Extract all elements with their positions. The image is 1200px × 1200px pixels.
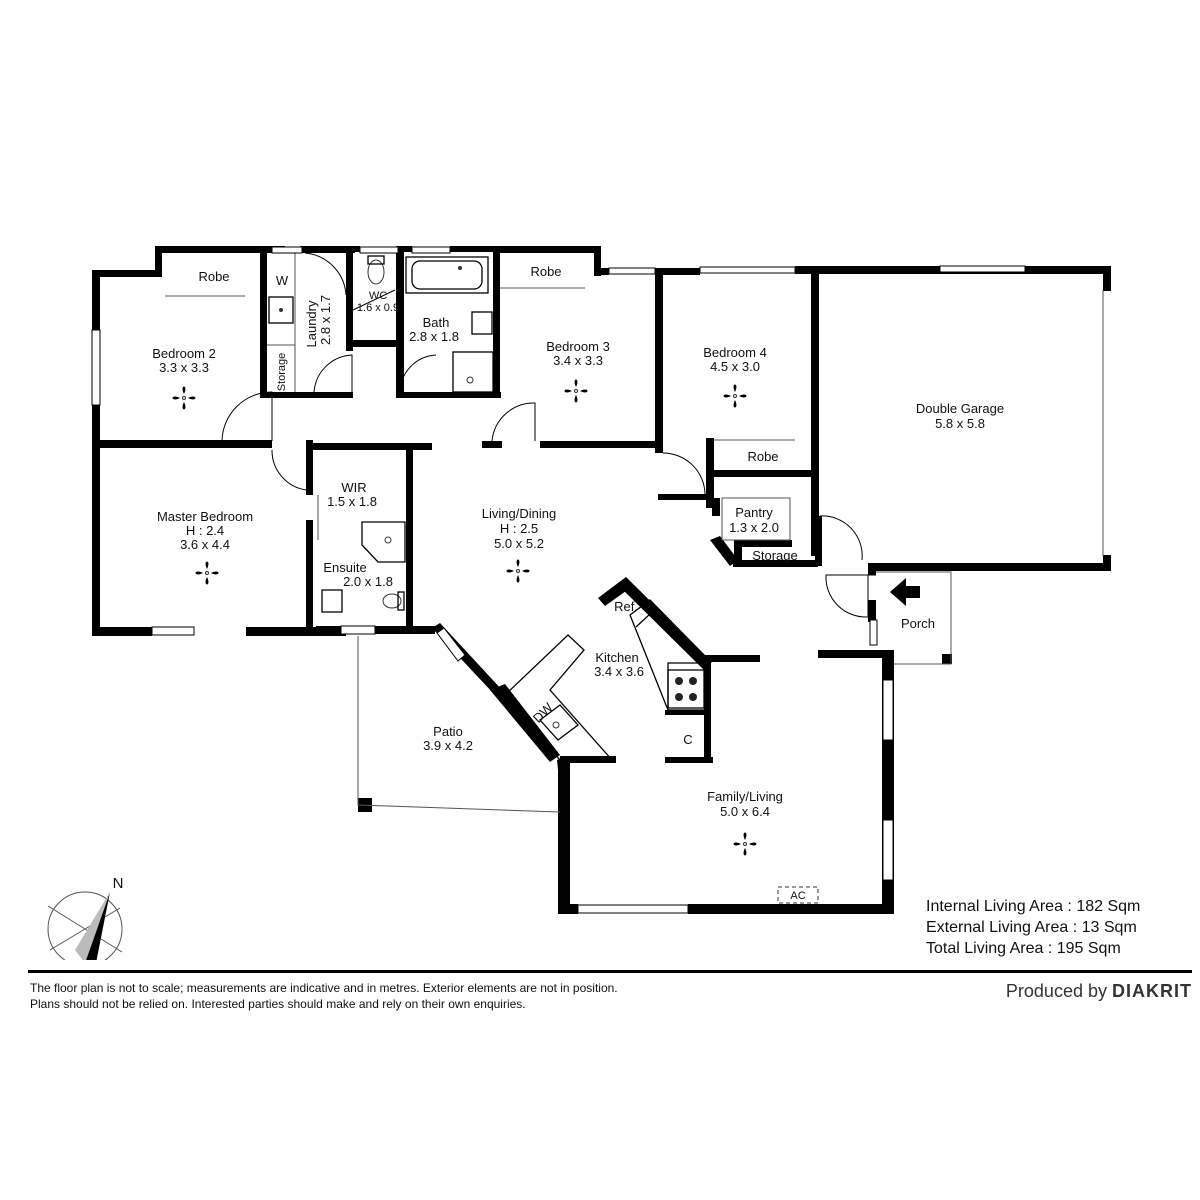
- bedroom3-dims: 3.4 x 3.3: [553, 353, 603, 368]
- bedroom3-name: Bedroom 3: [546, 339, 610, 354]
- robe-bed2-label: Robe: [198, 269, 229, 284]
- ceiling-fans: [172, 379, 757, 856]
- bedroom2-name: Bedroom 2: [152, 346, 216, 361]
- living-area-summary: Internal Living Area : 182 Sqm External …: [926, 896, 1140, 959]
- doors: [221, 252, 876, 618]
- brand-logo: DIAKRIT: [1112, 981, 1192, 1001]
- porch-label: Porch: [901, 616, 935, 631]
- kitchen-name: Kitchen: [595, 650, 638, 665]
- w-label: W: [276, 273, 289, 288]
- ref-label: Ref.: [614, 599, 638, 614]
- disclaimer-line-2: Plans should not be relied on. Intereste…: [30, 997, 526, 1011]
- floor-plan: Robe W Laundry 2.8 x 1.7 Storage WC 1.6 …: [47, 246, 1111, 960]
- produced-by: Produced by DIAKRIT: [1006, 981, 1192, 1002]
- compass: N: [47, 875, 124, 960]
- living-height: H : 2.5: [500, 521, 538, 536]
- fixtures: [268, 255, 697, 741]
- living-dims: 5.0 x 5.2: [494, 536, 544, 551]
- robe-bed4-label: Robe: [747, 449, 778, 464]
- pantry-storage-label: Storage: [752, 548, 798, 563]
- outlines: [165, 253, 1104, 904]
- disclaimer-line-1: The floor plan is not to scale; measurem…: [30, 981, 618, 995]
- robe-bed3-label: Robe: [530, 264, 561, 279]
- living-name: Living/Dining: [482, 506, 556, 521]
- pantry-dims: 1.3 x 2.0: [729, 520, 779, 535]
- bedroom2-dims: 3.3 x 3.3: [159, 360, 209, 375]
- windows: [91, 246, 1026, 914]
- wc-name: WC: [369, 290, 387, 302]
- garage-name: Double Garage: [916, 401, 1004, 416]
- laundry-dims: 2.8 x 1.7: [318, 295, 333, 345]
- master-height: H : 2.4: [186, 523, 224, 538]
- disclaimer: The floor plan is not to scale; measurem…: [30, 980, 730, 1012]
- bath-name: Bath: [423, 315, 450, 330]
- wir-name: WIR: [341, 480, 366, 495]
- laundry-storage-label: Storage: [276, 353, 288, 392]
- bath-dims: 2.8 x 1.8: [409, 329, 459, 344]
- bedroom4-dims: 4.5 x 3.0: [710, 359, 760, 374]
- bedroom4-name: Bedroom 4: [703, 345, 767, 360]
- ensuite-name: Ensuite: [323, 560, 366, 575]
- ac-label: AC: [790, 890, 805, 902]
- ensuite-dims: 2.0 x 1.8: [343, 574, 393, 589]
- produced-by-text: Produced by: [1005, 981, 1107, 1001]
- external-area: External Living Area : 13 Sqm: [926, 919, 1137, 936]
- family-dims: 5.0 x 6.4: [720, 804, 770, 819]
- garage-dims: 5.8 x 5.8: [935, 416, 985, 431]
- patio-name: Patio: [433, 724, 463, 739]
- north-label: N: [113, 875, 124, 892]
- family-name: Family/Living: [707, 789, 783, 804]
- kitchen-dims: 3.4 x 3.6: [594, 664, 644, 679]
- wc-dims: 1.6 x 0.9: [357, 302, 399, 314]
- internal-area: Internal Living Area : 182 Sqm: [926, 898, 1141, 915]
- room-labels: Robe W Laundry 2.8 x 1.7 Storage WC 1.6 …: [152, 264, 1004, 902]
- pantry-name: Pantry: [735, 505, 773, 520]
- footer-divider: [28, 970, 1192, 973]
- wir-dims: 1.5 x 1.8: [327, 494, 377, 509]
- c-label: C: [683, 732, 692, 747]
- entry-arrow-icon: [890, 578, 920, 606]
- laundry-name: Laundry: [304, 300, 319, 347]
- total-area: Total Living Area : 195 Sqm: [926, 940, 1121, 957]
- master-name: Master Bedroom: [157, 509, 253, 524]
- patio-dims: 3.9 x 4.2: [423, 738, 473, 753]
- master-dims: 3.6 x 4.4: [180, 537, 230, 552]
